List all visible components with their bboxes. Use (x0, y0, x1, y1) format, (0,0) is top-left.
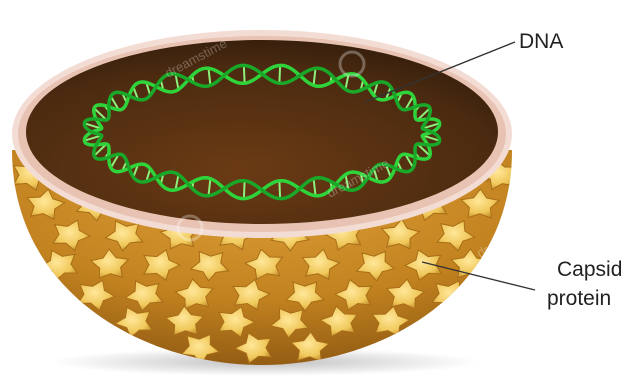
dna-label: DNA (519, 30, 563, 53)
dna-base-pair (279, 65, 280, 83)
capsid-protein-unit (432, 281, 470, 311)
dna-base-pair (244, 181, 245, 199)
dna-base-pair (244, 65, 245, 83)
capsid-label-line2: protein (547, 287, 611, 310)
capsid-label-line1: Capsid (557, 258, 622, 281)
dna-base-pair (279, 181, 280, 199)
